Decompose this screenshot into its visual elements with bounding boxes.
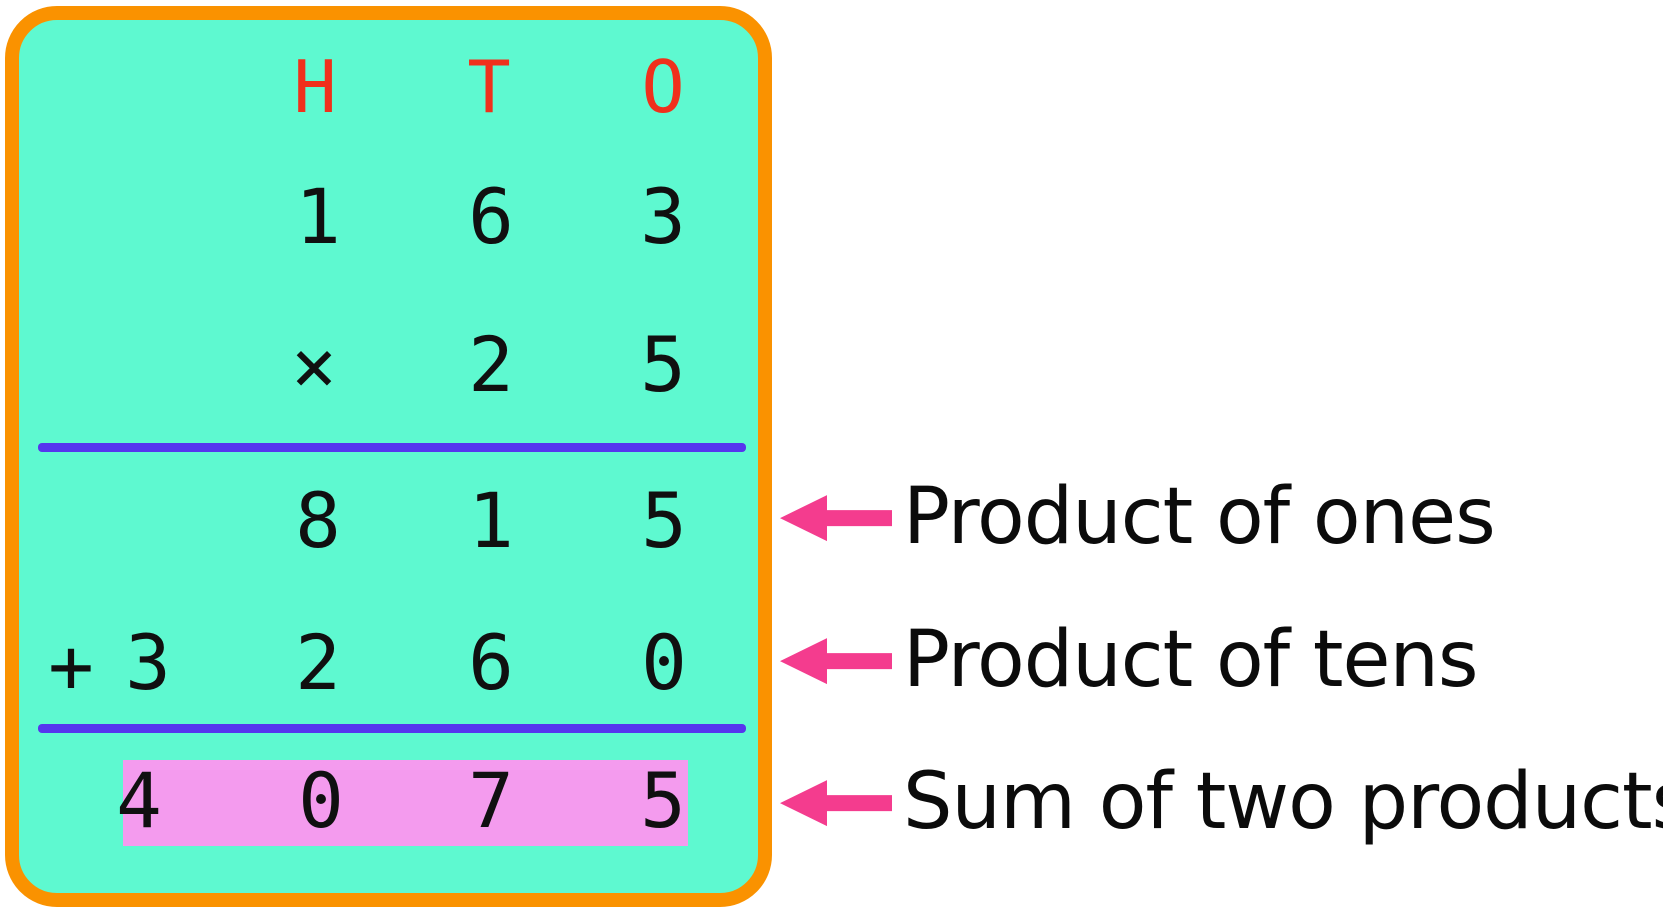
column-header-tens: T <box>467 45 511 129</box>
digit-cell: 8 <box>295 476 341 565</box>
digit-cell: 5 <box>640 756 686 845</box>
digit-cell: 2 <box>468 320 514 409</box>
digit-cell: 0 <box>641 618 687 707</box>
multiply-sign: × <box>291 321 337 410</box>
digit-cell: 6 <box>468 172 514 261</box>
annotation-label: Product of ones <box>903 472 1496 563</box>
annotation-label: Sum of two products <box>903 757 1663 848</box>
multiplication-panel <box>5 6 772 907</box>
digit-cell: 5 <box>641 476 687 565</box>
annotation-product-of-ones: Product of ones <box>780 472 1496 563</box>
sum-highlight <box>123 760 688 846</box>
arrow-left-icon <box>780 494 892 541</box>
rule-line-bottom <box>38 724 746 733</box>
annotation-label: Product of tens <box>903 615 1479 706</box>
column-header-hundreds: H <box>293 45 337 129</box>
rule-line-top <box>38 443 746 452</box>
digit-cell: 3 <box>640 172 686 261</box>
digit-cell: 4 <box>116 756 162 845</box>
digit-cell: 0 <box>298 756 344 845</box>
digit-cell: 7 <box>468 756 514 845</box>
arrow-left-icon <box>780 779 892 826</box>
annotation-sum-of-products: Sum of two products <box>780 757 1663 848</box>
digit-cell: 1 <box>468 476 514 565</box>
plus-sign: + <box>48 621 94 710</box>
digit-cell: 2 <box>295 618 341 707</box>
digit-cell: 1 <box>295 172 341 261</box>
arrow-left-icon <box>780 637 892 684</box>
column-header-ones: O <box>641 45 685 129</box>
digit-cell: 3 <box>125 618 171 707</box>
digit-cell: 6 <box>468 618 514 707</box>
digit-cell: 5 <box>640 320 686 409</box>
annotation-product-of-tens: Product of tens <box>780 615 1479 706</box>
